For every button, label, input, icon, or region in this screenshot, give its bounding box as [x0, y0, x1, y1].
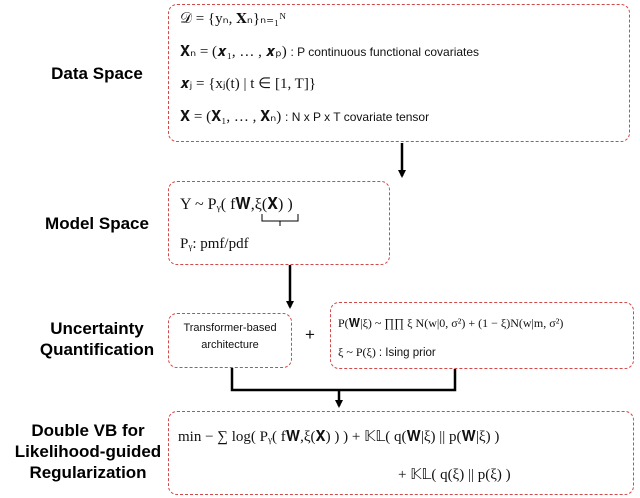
- vb-objective-line2: + 𝕂𝕃( q(ξ) || p(ξ) ): [398, 466, 511, 484]
- double-vb-line2: Likelihood-guided: [14, 442, 162, 461]
- ising-eq: ξ ~ P(ξ): [338, 345, 376, 359]
- model-space-box: [168, 181, 390, 265]
- vb-box: [168, 411, 634, 495]
- dataset-eq: 𝒟 = {yₙ, 𝐗ₙ}ₙ₌₁ᴺ: [180, 11, 287, 27]
- stage-label-double-vb: Double VB for Likelihood-guided Regulari…: [4, 420, 172, 483]
- double-vb-line3: Regularization: [29, 463, 147, 482]
- ising-prior: ξ ~ P(ξ) : Ising prior: [338, 343, 436, 362]
- transformer-box: [168, 313, 292, 368]
- merge-connector: [230, 368, 457, 392]
- stage-label-model-space: Model Space: [22, 213, 172, 234]
- spike-slab-prior: P(𝐖|ξ) ~ ∏∏ ξ N(w|0, σ²) + (1 − ξ)N(w|m,…: [338, 314, 563, 332]
- likelihood-model: Y ~ Pᵧ( f𝐖,ξ(𝐗) ): [180, 196, 293, 214]
- underbrace: [261, 214, 299, 226]
- transformer-label: Transformer-based architecture: [168, 320, 292, 354]
- vb-eq-line2: + 𝕂𝕃( q(ξ) || p(ξ) ): [398, 467, 511, 483]
- covariates-eq: 𝐗ₙ = (𝒙₁, … , 𝒙ₚ): [180, 44, 287, 60]
- uncertainty-line2: Quantification: [39, 340, 155, 359]
- data-space-text: Data Space: [51, 64, 143, 83]
- likelihood-eq: Y ~ Pᵧ( f𝐖,ξ(𝐗) ): [180, 196, 293, 213]
- spike-slab-eq: P(𝐖|ξ) ~ ∏∏ ξ N(w|0, σ²) + (1 − ξ)N(w|m,…: [338, 316, 564, 330]
- stage-label-uncertainty: Uncertainty Quantification: [22, 318, 172, 360]
- plus-sign: +: [305, 326, 315, 344]
- transformer-line1: Transformer-based: [183, 322, 277, 334]
- covariates-definition: 𝐗ₙ = (𝒙₁, … , 𝒙ₚ) : P continuous functio…: [180, 43, 479, 61]
- transformer-line2: architecture: [201, 339, 259, 351]
- plus-text: +: [305, 325, 315, 344]
- data-space-box: [168, 4, 630, 142]
- tensor-definition: 𝐗 = (𝐗₁, … , 𝐗ₙ) : N x P x T covariate t…: [180, 108, 429, 126]
- prior-box: [330, 302, 634, 369]
- uncertainty-line1: Uncertainty: [50, 319, 144, 338]
- pmf-pdf-text: Pᵧ: pmf/pdf: [180, 236, 249, 252]
- ising-text: : Ising prior: [378, 347, 436, 359]
- pmf-pdf-note: Pᵧ: pmf/pdf: [180, 235, 249, 253]
- vb-objective-line1: min − ∑ log( Pᵧ( f𝐖,ξ(𝐗) ) ) + 𝕂𝕃( q(𝐖|ξ…: [178, 428, 499, 446]
- functional-covariate-eq: 𝒙ⱼ = {xⱼ(t) | t ∈ [1, T]}: [180, 76, 317, 92]
- stage-label-data-space: Data Space: [22, 63, 172, 84]
- covariates-text: : P continuous functional covariates: [290, 45, 480, 59]
- vb-eq-line1: min − ∑ log( Pᵧ( f𝐖,ξ(𝐗) ) ) + 𝕂𝕃( q(𝐖|ξ…: [178, 429, 500, 445]
- double-vb-line1: Double VB for: [31, 421, 145, 440]
- tensor-eq: 𝐗 = (𝐗₁, … , 𝐗ₙ): [180, 109, 282, 125]
- tensor-text: : N x P x T covariate tensor: [285, 110, 430, 124]
- functional-covariate-definition: 𝒙ⱼ = {xⱼ(t) | t ∈ [1, T]}: [180, 75, 316, 93]
- model-space-text: Model Space: [45, 214, 149, 233]
- dataset-definition: 𝒟 = {yₙ, 𝐗ₙ}ₙ₌₁ᴺ: [180, 10, 286, 28]
